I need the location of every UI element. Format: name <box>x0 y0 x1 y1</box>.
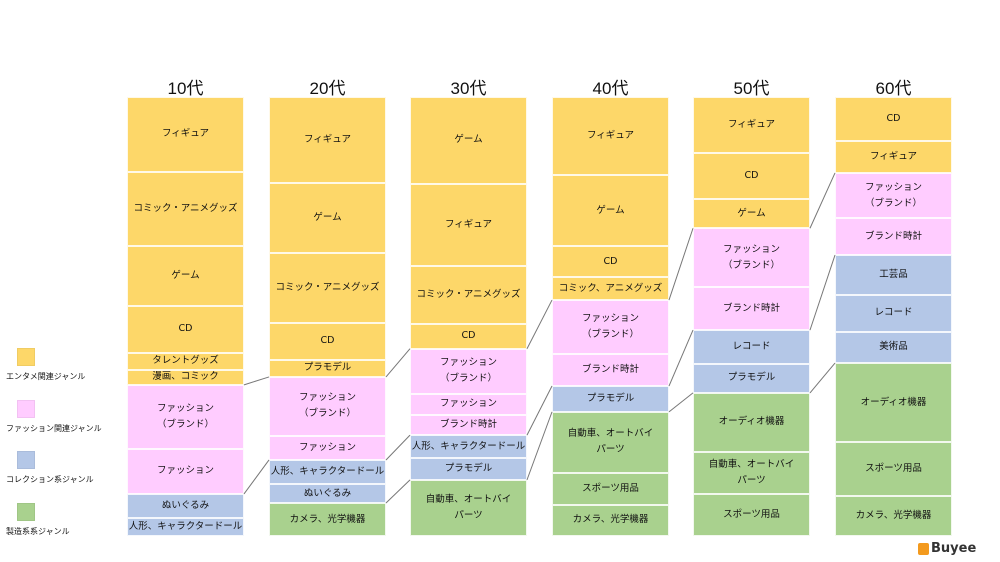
bar-segment: レコード <box>835 294 952 332</box>
bar-segment: 美術品 <box>835 331 952 364</box>
bar-segment: ファッション <box>127 448 244 494</box>
bar-segment: フィギュア <box>552 97 669 176</box>
bar-segment: ブランド時計 <box>693 287 810 331</box>
column-title: 50代 <box>733 79 770 98</box>
column-title: 60代 <box>875 79 912 98</box>
connector-line <box>809 172 836 229</box>
bar-segment: CD <box>127 305 244 353</box>
bar-segment: ファッション （ブランド） <box>693 228 810 288</box>
bar-segment: ファッション （ブランド） <box>835 172 952 219</box>
bar-segment: ゲーム <box>693 199 810 229</box>
bar-segment: コミック、アニメグッズ <box>552 277 669 301</box>
bar-segment: ファッション （ブランド） <box>410 348 527 394</box>
bar-segment: オーディオ機器 <box>835 363 952 443</box>
bar-segment: コミック・アニメグッズ <box>269 253 386 323</box>
bar-segment: ファッション （ブランド） <box>269 376 386 436</box>
bar-segment: ゲーム <box>552 175 669 247</box>
bar-segment: カメラ、光学機器 <box>269 503 386 536</box>
bar-segment: プラモデル <box>552 386 669 412</box>
bar-segment: CD <box>835 97 952 141</box>
buyee-logo-icon <box>918 542 929 555</box>
bar-segment: ファッション <box>269 435 386 460</box>
bar-segment: スポーツ用品 <box>552 472 669 505</box>
legend-label-fashion: ファッション関連ジャンル <box>6 423 102 433</box>
connector-line <box>809 362 836 394</box>
bar-segment: 漫画、コミック <box>127 369 244 385</box>
bar-segment: ファッション （ブランド） <box>127 384 244 449</box>
legend-label-entertainment: エンタメ関連ジャンル <box>6 372 86 381</box>
legend-swatch-collection <box>17 451 35 469</box>
bar-segment: 人形、キャラクタードール <box>269 459 386 485</box>
connector-line <box>526 385 553 436</box>
bar-segment: 人形、キャラクタードール <box>410 435 527 458</box>
connector-line <box>668 329 694 387</box>
bar-segment: ゲーム <box>127 245 244 306</box>
column-title: 10代 <box>167 79 204 98</box>
bar-segment: 自動車、オートバイ パーツ <box>552 411 669 473</box>
bar-segment: スポーツ用品 <box>693 493 810 536</box>
bar-segment: フィギュア <box>127 97 244 172</box>
connector-line <box>385 348 411 378</box>
bar-segment: ブランド時計 <box>552 353 669 386</box>
bar-segment: ファッション <box>410 393 527 415</box>
column-title: 30代 <box>450 79 487 98</box>
bar-segment: ゲーム <box>269 183 386 253</box>
bar-segment: 人形、キャラクタードール <box>127 518 244 536</box>
bar-segment: カメラ、光学機器 <box>835 496 952 536</box>
legend-swatch-entertainment <box>17 348 35 366</box>
connector-line <box>526 411 553 481</box>
bar-segment: ぬいぐるみ <box>269 484 386 504</box>
bar-segment: 自動車、オートバイ パーツ <box>693 451 810 494</box>
bar-segment: CD <box>269 322 386 360</box>
legend-swatch-manufacturing <box>17 502 35 521</box>
buyee-logo-text: Buyee <box>931 541 977 556</box>
legend-swatch-fashion <box>17 399 35 418</box>
bar-segment: ブランド時計 <box>835 218 952 256</box>
bar-segment: ブランド時計 <box>410 414 527 436</box>
column-title: 40代 <box>592 79 629 98</box>
bar-segment: コミック・アニメグッズ <box>127 171 244 246</box>
connector-line <box>385 479 411 504</box>
bar-segment: CD <box>693 153 810 200</box>
bar-segment: CD <box>552 246 669 278</box>
buyee-logo: Buyee <box>918 541 976 556</box>
bar-segment: ゲーム <box>410 97 527 184</box>
connector-line <box>385 434 411 461</box>
connector-line <box>243 376 270 386</box>
connector-line <box>668 392 694 413</box>
bar-segment: コミック・アニメグッズ <box>410 265 527 324</box>
connector-line <box>809 254 836 331</box>
bar-segment: フィギュア <box>693 97 810 154</box>
column-title: 20代 <box>309 79 346 98</box>
bar-segment: カメラ、光学機器 <box>552 504 669 536</box>
bar-segment: レコード <box>693 330 810 364</box>
bar-segment: タレントグッズ <box>127 352 244 370</box>
bar-segment: スポーツ用品 <box>835 442 952 497</box>
bar-segment: プラモデル <box>410 457 527 480</box>
bar-segment: オーディオ機器 <box>693 392 810 452</box>
bar-segment: フィギュア <box>835 140 952 173</box>
bar-segment: CD <box>410 323 527 349</box>
connector-line <box>243 459 270 495</box>
bar-segment: フィギュア <box>269 97 386 184</box>
bar-segment: 工芸品 <box>835 255 952 295</box>
connector-line <box>668 228 694 301</box>
connector-line <box>526 299 553 349</box>
bar-segment: フィギュア <box>410 183 527 266</box>
legend-label-collection: コレクション系ジャンル <box>6 475 94 484</box>
legend-label-manufacturing: 製造系系ジャンル <box>6 526 70 536</box>
bar-segment: ファッション （ブランド） <box>552 300 669 354</box>
bar-segment: 自動車、オートバイ パーツ <box>410 479 527 536</box>
bar-segment: ぬいぐるみ <box>127 493 244 519</box>
bar-segment: プラモデル <box>693 363 810 393</box>
bar-segment: プラモデル <box>269 359 386 377</box>
